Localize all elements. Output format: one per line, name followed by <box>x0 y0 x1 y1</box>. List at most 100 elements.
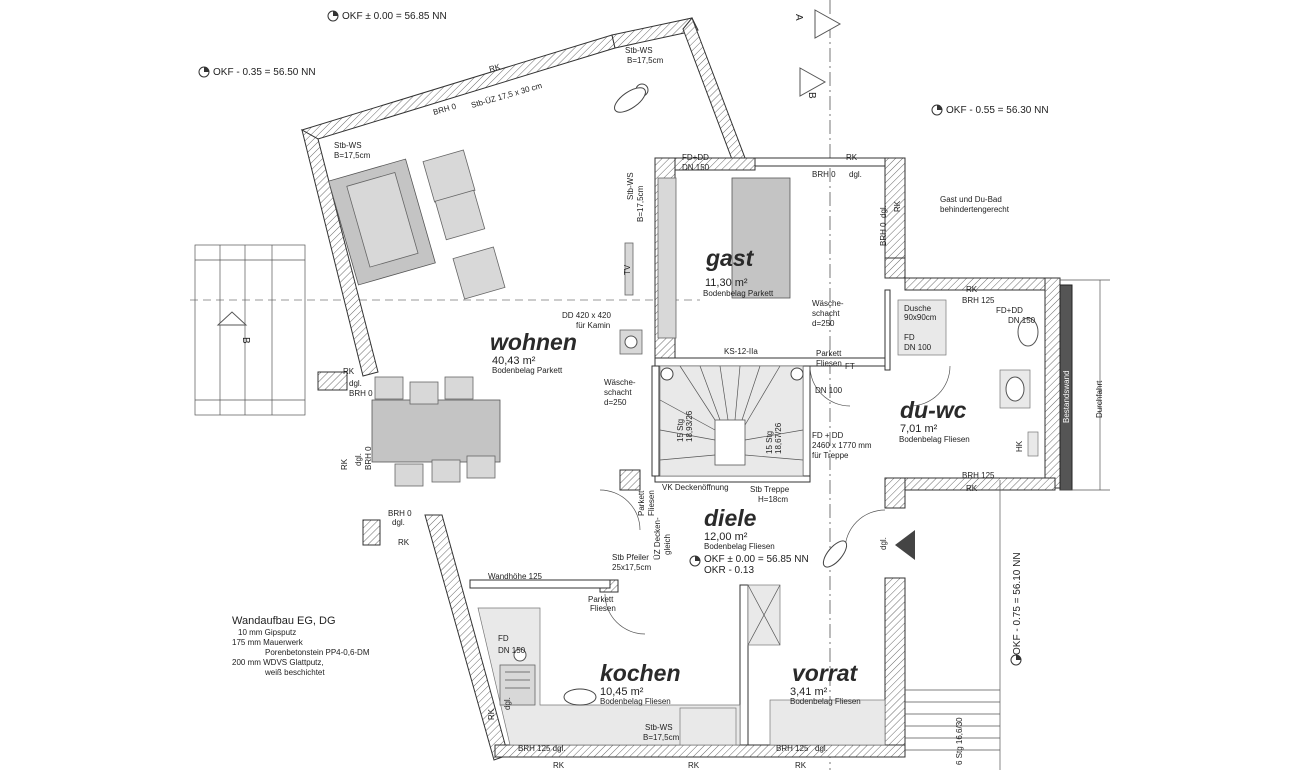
note-bestandswand: Bestandswand <box>1062 371 1071 423</box>
label-gleich: gleich <box>663 534 672 555</box>
room-area-wohnen: 40,43 m² <box>492 355 536 367</box>
room-name-wohnen: wohnen <box>490 329 577 355</box>
label-vk: VK Deckenöffnung <box>662 483 729 492</box>
label-rk-top: RK <box>488 62 502 74</box>
label-wandhoehe: Wandhöhe 125 <box>488 572 543 581</box>
label-dgl-kochen: dgl. <box>503 697 512 710</box>
label-dgl-wohnen-bottom: dgl. <box>392 518 405 527</box>
wandaufbau-line2: 175 mm Mauerwerk <box>232 638 304 647</box>
label-stbws-top: Stb-WS <box>625 46 653 55</box>
label-dgl-vorrat: dgl. <box>815 744 828 753</box>
label-waesche-gast: Wäsche- <box>812 299 844 308</box>
label-rk-wohnen-bottom: RK <box>398 538 410 547</box>
living-furniture <box>328 149 643 487</box>
wandaufbau-title: Wandaufbau EG, DG <box>232 615 336 627</box>
label-dgl-wohnen: dgl. <box>349 379 362 388</box>
room-name-vorrat: vorrat <box>792 660 859 686</box>
room-area-duwc: 7,01 m² <box>900 423 938 435</box>
label-stg2v: 18,67/26 <box>774 422 783 454</box>
label-b175-gast: B=17,5cm <box>636 185 645 222</box>
label-ft: FT <box>845 362 855 371</box>
label-rk-kochen: RK <box>487 708 496 720</box>
label-dn150-kochen: DN 150 <box>498 646 526 655</box>
label-stbws-left: Stb-WS <box>334 141 362 150</box>
room-floor-wohnen: Bodenbelag Parkett <box>492 366 563 375</box>
terrace <box>194 244 306 416</box>
label-stg2: 15 Stg <box>765 431 774 454</box>
label-b175-left: B=17,5cm <box>334 151 371 160</box>
label-rk-kochen-bottom2: RK <box>688 761 700 770</box>
label-dn100-bad: DN 100 <box>904 343 932 352</box>
room-area-gast: 11,30 m² <box>705 277 748 289</box>
label-uz: ÜZ Decken- <box>653 517 662 560</box>
level-marker-bottom-right: OKF - 0.75 = 56.10 NN <box>1010 552 1023 666</box>
level-label-top: OKF ± 0.00 = 56.85 NN <box>342 11 447 22</box>
wandaufbau-line4: 200 mm WDVS Glattputz, <box>232 658 324 667</box>
label-ks12: KS-12-IIa <box>724 347 758 356</box>
label-rk-bad-top: RK <box>966 285 978 294</box>
label-stbtreppe: Stb Treppe <box>750 485 790 494</box>
room-kochen: kochen 10,45 m² Bodenbelag Fliesen <box>600 660 681 706</box>
label-stbpfeiler: Stb Pfeiler <box>612 553 649 562</box>
kitchen-furniture <box>477 607 741 746</box>
label-fuertreppe: für Treppe <box>812 451 849 460</box>
label-dn150-bad: DN 150 <box>1008 316 1036 325</box>
label-d250-wohnen: d=250 <box>604 398 627 407</box>
label-rk-gast: RK <box>846 153 858 162</box>
level-label-bottom-right: OKF - 0.75 = 56.10 NN <box>1012 552 1023 655</box>
outside-stairs <box>905 279 1110 770</box>
label-fd-kochen: FD <box>498 634 509 643</box>
section-b-label-left: B <box>240 337 251 344</box>
room-name-diele: diele <box>704 505 757 531</box>
label-rk-vorrat: RK <box>795 761 807 770</box>
label-b175-kochen: B=17,5cm <box>643 733 680 742</box>
tv-icon <box>624 242 634 296</box>
room-floor-duwc: Bodenbelag Fliesen <box>899 435 970 444</box>
label-fliesen-kochen: Fliesen <box>590 604 616 613</box>
person-icon-living <box>614 83 649 113</box>
label-stg-out: 6 Stg 16,6/30 <box>955 717 964 765</box>
label-h18: H=18cm <box>758 495 788 504</box>
label-fd-bad: FD <box>904 333 915 342</box>
label-brh0-gast: BRH 0 <box>812 170 836 179</box>
shower-icon <box>897 299 947 356</box>
label-rk-wohnen-side: RK <box>340 458 349 470</box>
room-okr-diele: OKR - 0.13 <box>704 565 754 576</box>
label-brh0-gast-side: BRH 0 <box>879 222 888 246</box>
wandaufbau-line3: Porenbetonstein PP4-0,6-DM <box>265 648 370 657</box>
room-floor-vorrat: Bodenbelag Fliesen <box>790 697 861 706</box>
label-b175-top: B=17,5cm <box>627 56 664 65</box>
guest-furniture <box>657 177 791 339</box>
label-stg1v: 18,93/26 <box>685 410 694 442</box>
label-waesche-wohnen: Wäsche- <box>604 378 636 387</box>
label-brh0-top: BRH 0 <box>432 102 458 117</box>
label-rk-bad-bottom: RK <box>966 484 978 493</box>
room-vorrat: vorrat 3,41 m² Bodenbelag Fliesen <box>790 660 861 706</box>
person-icon-kitchen <box>563 688 597 706</box>
label-brh125dgl-kochen: BRH 125 dgl. <box>518 744 566 753</box>
label-pfeiler-size: 25x17,5cm <box>612 563 651 572</box>
label-dusche-size: 90x90cm <box>904 313 937 322</box>
section-marker-b-left: B <box>216 311 251 344</box>
section-marker-a: A <box>793 9 842 39</box>
wandaufbau-line1: 10 mm Gipsputz <box>238 628 296 637</box>
room-name-kochen: kochen <box>600 660 681 686</box>
wandaufbau-line5: weiß beschichtet <box>264 668 325 677</box>
entrance-arrow-icon <box>895 530 915 560</box>
label-schacht-wohnen: schacht <box>604 388 632 397</box>
label-rk-wohnen: RK <box>343 367 355 376</box>
room-floor-diele: Bodenbelag Fliesen <box>704 542 775 551</box>
note-gast-bad: Gast und Du-Bad behindertengerecht <box>940 195 1010 214</box>
label-fddd-treppe: FD + DD <box>812 431 844 440</box>
label-stbws-kochen: Stb-WS <box>645 723 673 732</box>
room-floor-kochen: Bodenbelag Fliesen <box>600 697 671 706</box>
label-parkett-diele: Parkett <box>637 490 646 516</box>
label-stg1: 15 Stg <box>676 419 685 442</box>
room-duwc: du-wc 7,01 m² Bodenbelag Fliesen <box>899 397 970 444</box>
label-tv: TV <box>623 264 632 275</box>
level-marker-diele <box>689 555 701 567</box>
level-label-right: OKF - 0.55 = 56.30 NN <box>946 105 1049 116</box>
label-brh0-wohnen-side: BRH 0 <box>364 446 373 470</box>
exterior-walls-living <box>300 17 746 761</box>
